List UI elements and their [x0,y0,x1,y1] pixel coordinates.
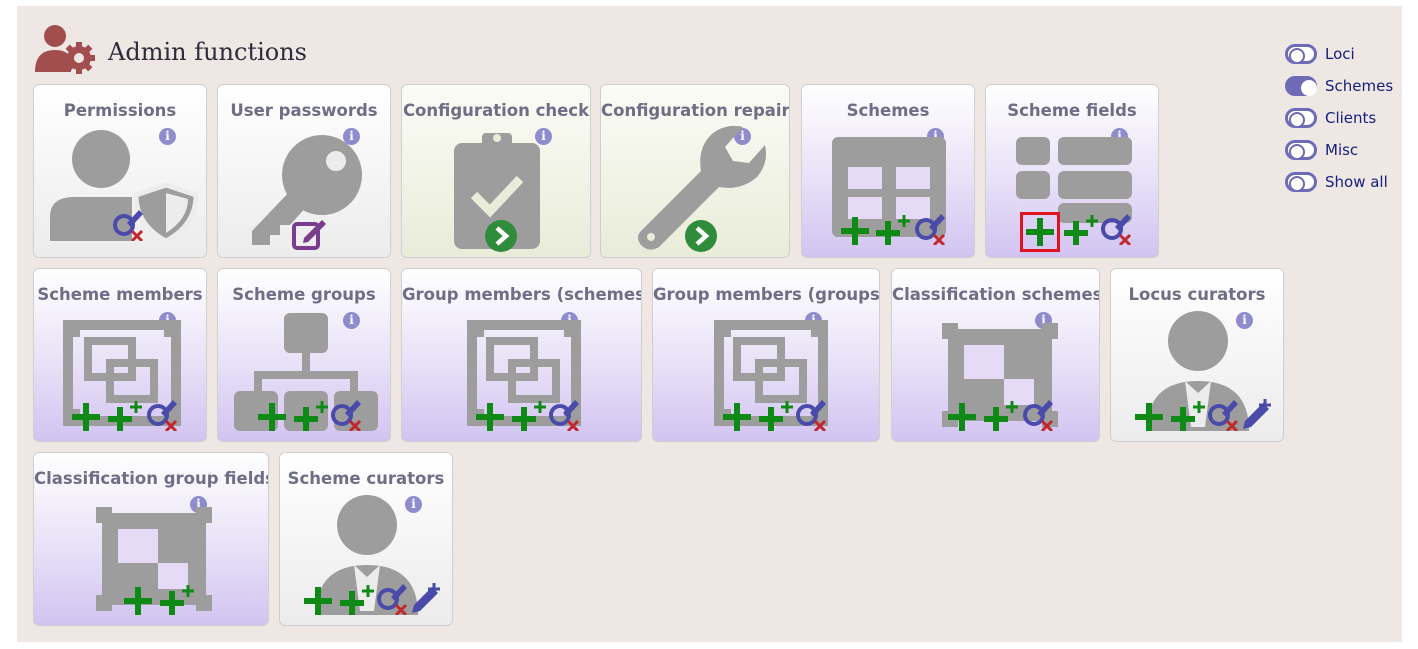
go-button[interactable] [684,219,720,255]
query-delete-button[interactable] [144,395,180,431]
table-icon [832,137,946,237]
tile-scheme-curators[interactable]: Scheme curators i [279,452,453,626]
tile-permissions[interactable]: Permissions i [33,84,207,258]
add-button[interactable] [474,399,510,435]
tile-title: Group members (groups) [653,285,880,304]
tile-title: Classification schemes [892,285,1100,304]
info-icon[interactable]: i [343,312,360,329]
add-button[interactable] [256,399,292,435]
batch-add-button[interactable] [757,399,793,435]
add-button[interactable] [1133,399,1169,435]
toggle-switch[interactable] [1285,44,1317,64]
tile-title: Scheme fields [1007,101,1137,120]
batch-add-button[interactable] [292,399,328,435]
wrench-icon [638,125,766,250]
add-button[interactable] [721,399,757,435]
batch-add-button[interactable] [874,213,910,249]
page-title: Admin functions [108,38,307,66]
toggle-switch[interactable] [1285,172,1317,192]
toggle-label: Clients [1325,109,1377,127]
batch-add-button[interactable] [106,399,142,435]
query-delete-button[interactable] [374,579,410,615]
add-button[interactable] [122,583,158,619]
tile-title: Schemes [846,101,930,120]
batch-edit-button[interactable] [408,581,444,617]
query-delete-button[interactable] [546,395,582,431]
tile-configuration-repair[interactable]: Configuration repair i [600,84,790,258]
tile-scheme-fields[interactable]: Scheme fields i [985,84,1159,258]
tile-title: Configuration check [402,101,590,120]
query-delete-button[interactable] [793,395,829,431]
tile-classification-group-fields[interactable]: Classification group fields i [33,452,269,626]
tile-title: Configuration repair [601,101,790,120]
tile-title: Scheme curators [287,469,445,488]
tile-scheme-groups[interactable]: Scheme groups i [217,268,391,442]
toggle-switch[interactable] [1285,108,1317,128]
tile-locus-curators[interactable]: Locus curators i [1110,268,1284,442]
tile-schemes[interactable]: Schemes i [801,84,975,258]
toggle-label: Show all [1325,173,1388,191]
batch-add-button[interactable] [338,583,374,619]
batch-add-button[interactable] [510,399,546,435]
tile-title: Scheme groups [232,285,376,304]
admin-user-gear-icon [35,25,95,74]
tile-title: Group members (schemes) [402,285,642,304]
query-delete-button[interactable] [1098,209,1134,245]
toggle-label: Loci [1325,45,1355,63]
toggle-switch[interactable] [1285,140,1317,160]
add-button[interactable] [839,213,875,249]
tile-scheme-members[interactable]: Scheme members i [33,268,207,442]
batch-add-button[interactable] [158,583,194,619]
key-icon [252,135,362,245]
toggle-label: Misc [1325,141,1359,159]
tile-title: Permissions [63,101,177,120]
batch-add-button[interactable] [982,399,1018,435]
tile-configuration-check[interactable]: Configuration check i [401,84,591,258]
add-button[interactable] [70,399,106,435]
info-icon[interactable]: i [535,128,552,145]
tile-user-passwords[interactable]: User passwords i [217,84,391,258]
query-delete-button[interactable] [328,395,364,431]
add-button[interactable] [302,583,338,619]
query-delete-button[interactable] [1020,395,1056,431]
classification-icon [942,323,1058,427]
query-delete-button[interactable] [912,209,948,245]
batch-edit-button[interactable] [1239,397,1275,433]
add-button[interactable] [946,399,982,435]
tile-group-members-groups[interactable]: Group members (groups) i [652,268,880,442]
query-delete-button[interactable] [110,205,146,241]
clipboard-check-icon [454,133,540,249]
batch-add-button[interactable] [1169,399,1205,435]
user-shield-icon [50,130,199,244]
list-fields-icon [1016,137,1132,223]
tile-group-members-schemes[interactable]: Group members (schemes) i [401,268,642,442]
go-button[interactable] [484,219,520,255]
tile-title: User passwords [230,101,378,120]
admin-panel: Admin functions Permissions i User passw… [17,6,1402,642]
query-delete-button[interactable] [1205,395,1241,431]
toggle-switch[interactable] [1285,76,1317,96]
toggle-label: Schemes [1325,77,1394,95]
tile-title: Scheme members [37,285,203,304]
add-button[interactable] [1020,212,1060,252]
tile-title: Locus curators [1128,285,1266,304]
info-icon[interactable]: i [405,496,422,513]
edit-button[interactable] [292,216,328,252]
info-icon[interactable]: i [1236,312,1253,329]
batch-add-button[interactable] [1062,213,1098,249]
tile-title: Classification group fields [34,469,269,488]
tile-classification-schemes[interactable]: Classification schemes i [891,268,1100,442]
info-icon[interactable]: i [159,128,176,145]
info-icon[interactable]: i [343,128,360,145]
